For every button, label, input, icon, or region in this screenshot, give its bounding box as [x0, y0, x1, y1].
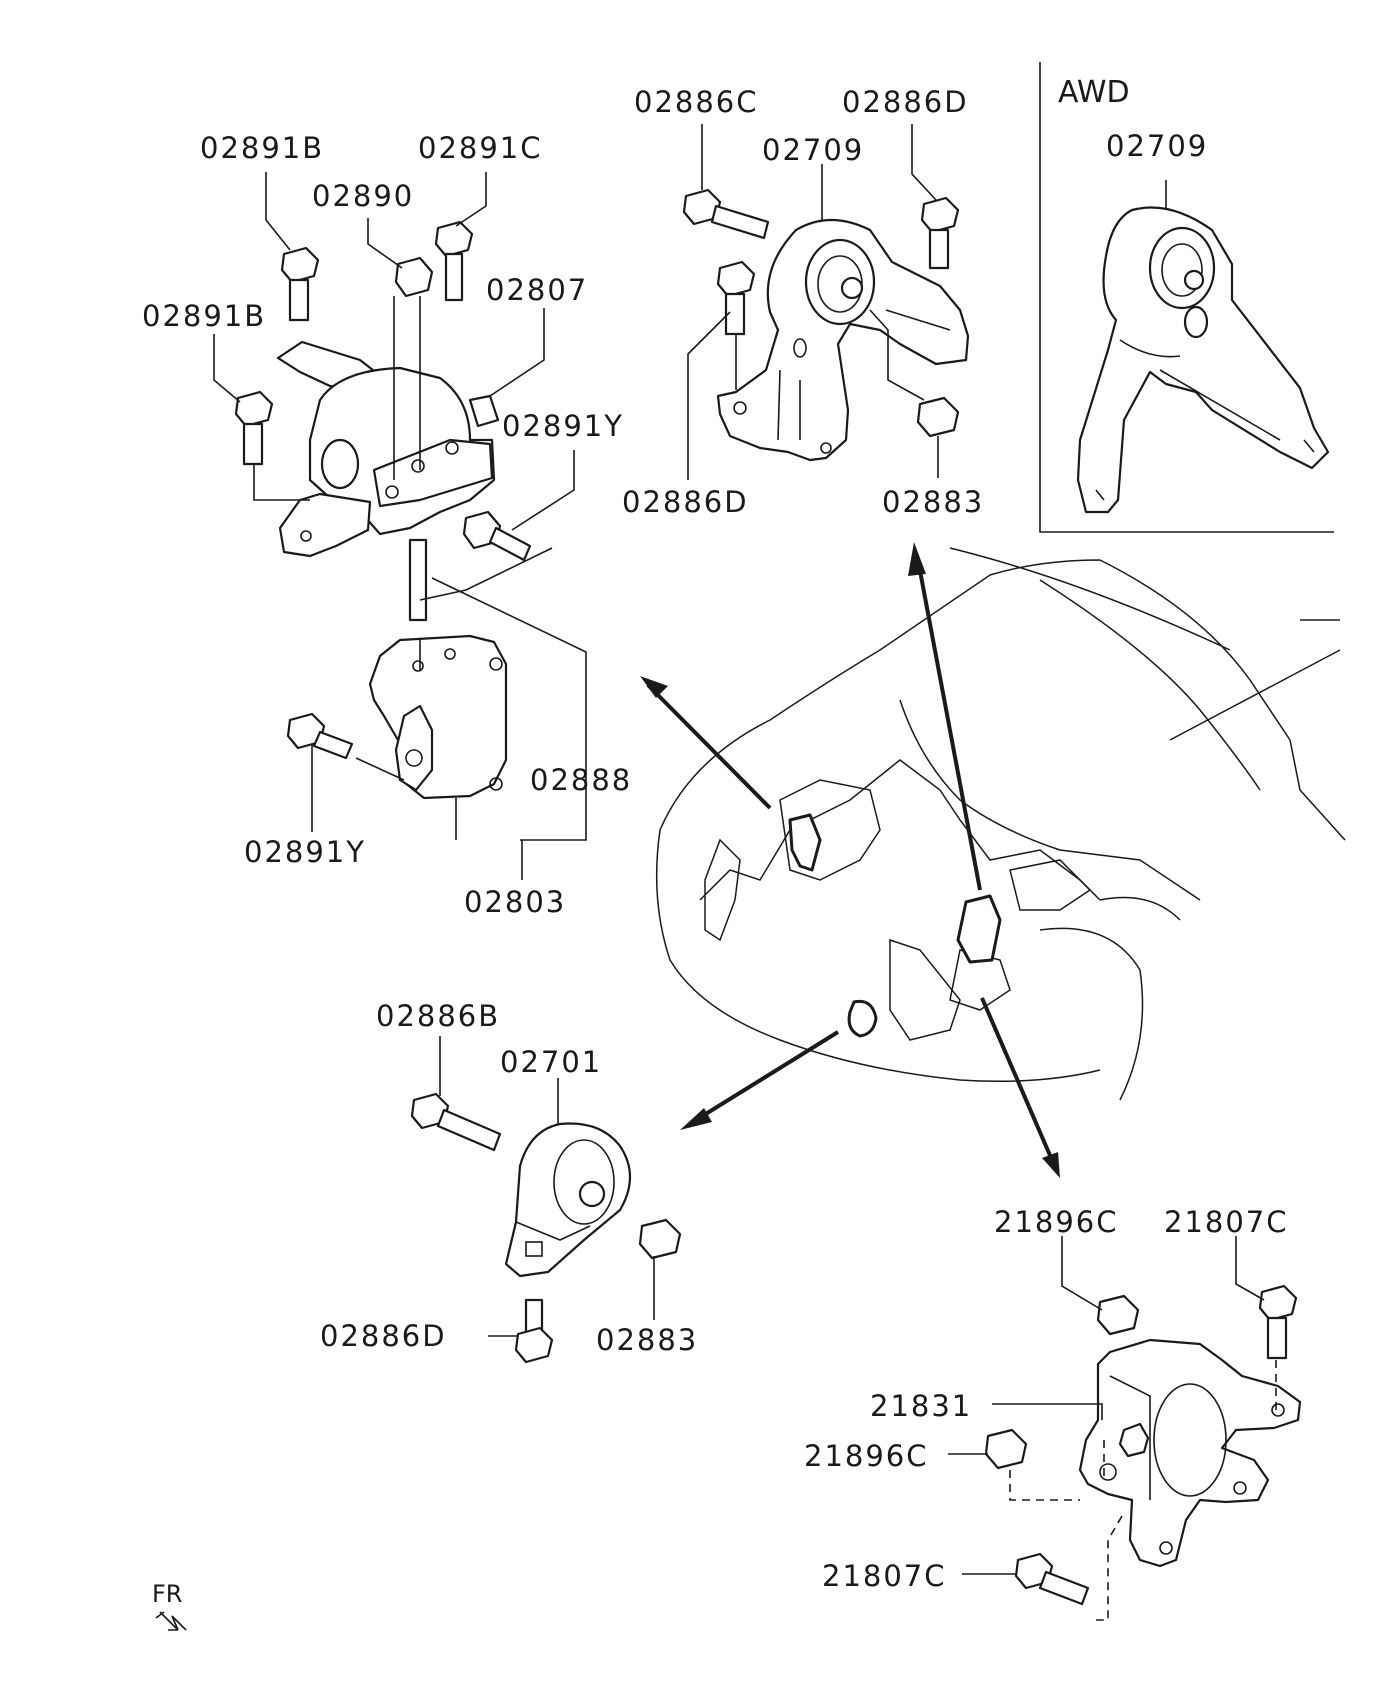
- label-02891C: 02891C: [418, 131, 543, 165]
- leaders-lower-right: [948, 1236, 1265, 1575]
- vehicle-outline: [655, 547, 1346, 1101]
- bolt-02886D-lower: [514, 1298, 554, 1364]
- bolt-02886D-left: [716, 260, 756, 336]
- nut-21896C-top: [1096, 1294, 1140, 1336]
- label-02891B-lower: 02891B: [142, 299, 266, 333]
- label-02709: 02709: [762, 133, 864, 167]
- label-21807C-top: 21807C: [1164, 1205, 1289, 1239]
- front-direction-indicator: FR: [152, 1580, 187, 1631]
- label-02886C: 02886C: [634, 85, 759, 119]
- nut-21896C-left: [984, 1428, 1028, 1470]
- label-02891Y-lower: 02891Y: [244, 835, 366, 869]
- bolt-02886B: [410, 1092, 502, 1152]
- bracket-02888: [368, 634, 508, 800]
- front-direction-label: FR: [152, 1580, 182, 1608]
- label-02886D-lower: 02886D: [320, 1319, 447, 1353]
- bolt-02886C: [682, 188, 770, 240]
- label-21807C-lower: 21807C: [822, 1559, 947, 1593]
- label-02709-awd: 02709: [1106, 129, 1208, 163]
- bolt-02891C: [434, 220, 474, 302]
- location-arrows: [640, 542, 1060, 1178]
- leaders-lower-left: [439, 1036, 655, 1337]
- label-02888: 02888: [530, 763, 632, 797]
- label-02886D-top: 02886D: [842, 85, 969, 119]
- bolt-02891Y-right: [462, 510, 532, 562]
- front-mount-02701: [410, 1092, 682, 1364]
- engine-mount-assembly: [234, 220, 553, 800]
- leaders-top-centre: [687, 124, 939, 480]
- bolt-02891B-upper: [280, 246, 320, 322]
- label-02701: 02701: [500, 1045, 602, 1079]
- label-02891Y-right: 02891Y: [502, 409, 624, 443]
- label-21831: 21831: [870, 1389, 972, 1423]
- nut-02890: [394, 256, 434, 298]
- bolt-21807C-top: [1258, 1284, 1298, 1360]
- transmission-mount-21831: [984, 1284, 1302, 1621]
- label-02891B-upper: 02891B: [200, 131, 324, 165]
- bolt-21807C-lower: [1014, 1552, 1090, 1606]
- bolt-02891Y-lower: [286, 712, 354, 760]
- label-21896C-left: 21896C: [804, 1439, 929, 1473]
- bolt-02891B-lower: [234, 390, 274, 466]
- label-02890: 02890: [312, 179, 414, 213]
- nut-02883-top: [916, 396, 960, 438]
- label-02803: 02803: [464, 885, 566, 919]
- rear-mount-bracket: [682, 188, 970, 462]
- awd-inset-title: AWD: [1058, 75, 1130, 110]
- label-02886D-mid: 02886D: [622, 485, 749, 519]
- nut-02883-lower: [638, 1218, 682, 1260]
- leaders-left-group: [213, 172, 587, 880]
- label-02883-lower: 02883: [596, 1323, 698, 1357]
- bolt-02886D-right: [920, 196, 960, 270]
- label-21896C-top: 21896C: [994, 1205, 1119, 1239]
- label-02883-top: 02883: [882, 485, 984, 519]
- label-02886B: 02886B: [376, 999, 500, 1033]
- awd-rear-mount-bracket: [1076, 206, 1330, 514]
- awd-inset: AWD 02709: [1039, 62, 1334, 533]
- label-02807: 02807: [486, 273, 588, 307]
- part-labels: 02891B 02891C 02890 02807 02891B 02891Y …: [142, 85, 1289, 1593]
